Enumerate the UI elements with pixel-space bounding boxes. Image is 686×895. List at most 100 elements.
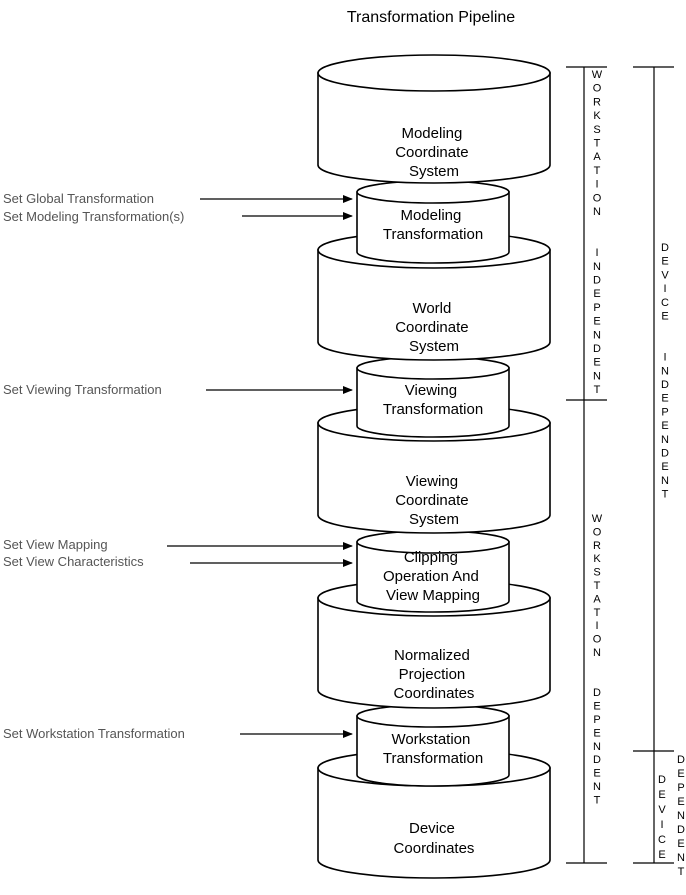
vertical-letter: E bbox=[593, 727, 600, 739]
vertical-letter: O bbox=[593, 526, 602, 538]
vertical-letter: N bbox=[593, 370, 601, 382]
vertical-letter: C bbox=[661, 297, 669, 309]
stage-label-line: System bbox=[409, 163, 459, 180]
stage-label-line: Clipping bbox=[404, 549, 458, 566]
stage-label-line: Viewing bbox=[405, 382, 457, 399]
cylinder-body bbox=[317, 422, 551, 534]
vertical-letter: N bbox=[593, 261, 601, 273]
vertical-letter: A bbox=[593, 593, 601, 605]
bracket-workstation-dependent bbox=[566, 400, 607, 864]
vertical-letter: E bbox=[661, 461, 668, 473]
vertical-letter: T bbox=[594, 794, 601, 806]
cylinder-body bbox=[317, 767, 551, 879]
cylinder-top bbox=[356, 180, 510, 204]
vertical-letter: E bbox=[661, 420, 668, 432]
call-set-view-mapping: Set View Mapping bbox=[3, 537, 108, 552]
vertical-letter: N bbox=[593, 741, 601, 753]
cylinder-body bbox=[356, 715, 510, 787]
cylinder-body bbox=[356, 191, 510, 264]
stage-label-line: Coordinate bbox=[395, 144, 468, 161]
cylinder-body bbox=[356, 541, 510, 613]
vertical-letter: N bbox=[677, 810, 685, 822]
vertical-letter: K bbox=[593, 110, 601, 122]
vertical-letter: V bbox=[658, 804, 666, 816]
vertical-letter: E bbox=[593, 701, 600, 713]
vertical-letter: D bbox=[593, 754, 601, 766]
stage-modeling-coordinate-system: Modeling Coordinate System bbox=[317, 54, 551, 184]
vertical-letter: N bbox=[593, 206, 601, 218]
cylinder-body bbox=[356, 367, 510, 438]
call-set-viewing-transformation: Set Viewing Transformation bbox=[3, 382, 162, 397]
vertical-letter: N bbox=[593, 647, 601, 659]
vertical-letter: T bbox=[662, 489, 669, 501]
vertical-letter: D bbox=[661, 379, 669, 391]
scope-brackets bbox=[566, 66, 674, 864]
vertical-letter: E bbox=[658, 849, 665, 861]
stage-label-line: Transformation bbox=[383, 750, 483, 767]
stage-label: Modeling Transformation bbox=[383, 207, 483, 243]
stage-label-line: View Mapping bbox=[386, 587, 480, 604]
stage-label-line: Coordinate bbox=[395, 492, 468, 509]
vertical-letter: E bbox=[593, 768, 600, 780]
vertical-letter: W bbox=[592, 69, 603, 81]
stage-label: Normalized Projection Coordinates bbox=[394, 647, 475, 702]
stage-label-line: Coordinates bbox=[394, 840, 475, 857]
vertical-letter: S bbox=[593, 124, 600, 136]
stage-label-line: System bbox=[409, 511, 459, 528]
vertical-letter: N bbox=[661, 475, 669, 487]
vertical-letter: E bbox=[661, 311, 668, 323]
vertical-letter: N bbox=[593, 329, 601, 341]
vertical-letter: T bbox=[594, 607, 601, 619]
vertical-letter: C bbox=[658, 834, 666, 846]
vertical-letter: I bbox=[660, 819, 663, 831]
vertical-letter: T bbox=[678, 866, 685, 878]
stage-workstation-transformation: Workstation Transformation bbox=[356, 704, 510, 787]
vertical-letter: E bbox=[677, 796, 684, 808]
vertical-letter: D bbox=[661, 242, 669, 254]
vertical-letter: O bbox=[593, 192, 602, 204]
call-set-modeling-transformations: Set Modeling Transformation(s) bbox=[3, 209, 184, 224]
vertical-letter: D bbox=[677, 824, 685, 836]
stage-label-line: Workstation bbox=[391, 731, 470, 748]
cylinder-body bbox=[317, 249, 551, 361]
stage-modeling-transformation: Modeling Transformation bbox=[356, 180, 510, 264]
vertical-letter: E bbox=[677, 838, 684, 850]
vertical-letter: N bbox=[593, 781, 601, 793]
vertical-letter: R bbox=[593, 540, 601, 552]
stage-label-line: World bbox=[412, 300, 451, 317]
cylinder-top bbox=[317, 54, 551, 92]
stage-label: Workstation Transformation bbox=[383, 731, 483, 767]
stage-label-line: Projection bbox=[399, 666, 466, 683]
stage-viewing-transformation: Viewing Transformation bbox=[356, 356, 510, 438]
stage-label-line: Coordinate bbox=[395, 319, 468, 336]
vertical-letter: S bbox=[593, 567, 600, 579]
vertical-letter: T bbox=[594, 580, 601, 592]
stage-label: Viewing Transformation bbox=[383, 382, 483, 418]
vertical-letter: E bbox=[677, 768, 684, 780]
vertical-letter: T bbox=[594, 138, 601, 150]
vertical-letter: N bbox=[677, 852, 685, 864]
stage-label-line: Viewing bbox=[406, 473, 458, 490]
call-set-workstation-transformation: Set Workstation Transformation bbox=[3, 726, 185, 741]
stage-clipping-view-mapping: Clipping Operation And View Mapping bbox=[356, 530, 510, 613]
vertical-letter: D bbox=[593, 687, 601, 699]
bracket-device-dependent bbox=[633, 751, 674, 864]
stage-label: Device Coordinates bbox=[394, 820, 475, 857]
stage-label-line: Transformation bbox=[383, 226, 483, 243]
stage-label-line: Normalized bbox=[394, 647, 470, 664]
vertical-letter: O bbox=[593, 83, 602, 95]
vertical-letter: I bbox=[595, 247, 598, 259]
vertical-letter: D bbox=[658, 774, 666, 786]
vertical-letter: D bbox=[677, 754, 685, 766]
vertical-letter: P bbox=[593, 714, 600, 726]
stage-label: Viewing Coordinate System bbox=[395, 473, 473, 528]
vertical-letter: O bbox=[593, 634, 602, 646]
vertical-letter: N bbox=[661, 365, 669, 377]
vertical-letter: I bbox=[663, 352, 666, 364]
vertical-letter: A bbox=[593, 151, 601, 163]
